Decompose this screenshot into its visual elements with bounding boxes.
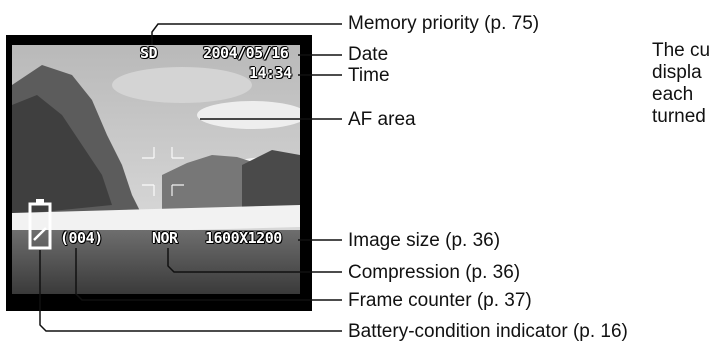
image-size-display: 1600X1200 — [205, 229, 282, 247]
date-display: 2004/05/16 — [203, 44, 289, 62]
frame-counter-display: (004) — [60, 229, 103, 247]
photo-preview — [12, 45, 300, 294]
callout-memory-priority: Memory priority (p. 75) — [348, 13, 540, 34]
callout-date: Date — [348, 44, 389, 65]
compression-display: NOR — [152, 229, 178, 247]
battery-icon — [28, 199, 52, 250]
side-paragraph: The cu displa each turned — [652, 40, 710, 128]
side-line: turned — [652, 106, 706, 127]
callout-compression: Compression (p. 36) — [348, 262, 521, 283]
side-line: displa — [652, 62, 702, 83]
side-line: The cu — [652, 40, 711, 61]
side-line: each — [652, 84, 694, 105]
time-display: 14:34 — [249, 64, 292, 82]
callout-af-area: AF area — [348, 109, 416, 130]
callout-battery: Battery-condition indicator (p. 16) — [348, 321, 628, 342]
callout-image-size: Image size (p. 36) — [348, 230, 501, 251]
callout-frame-counter: Frame counter (p. 37) — [348, 290, 532, 311]
memory-priority-indicator: SD — [140, 44, 158, 62]
callout-time: Time — [348, 65, 390, 86]
